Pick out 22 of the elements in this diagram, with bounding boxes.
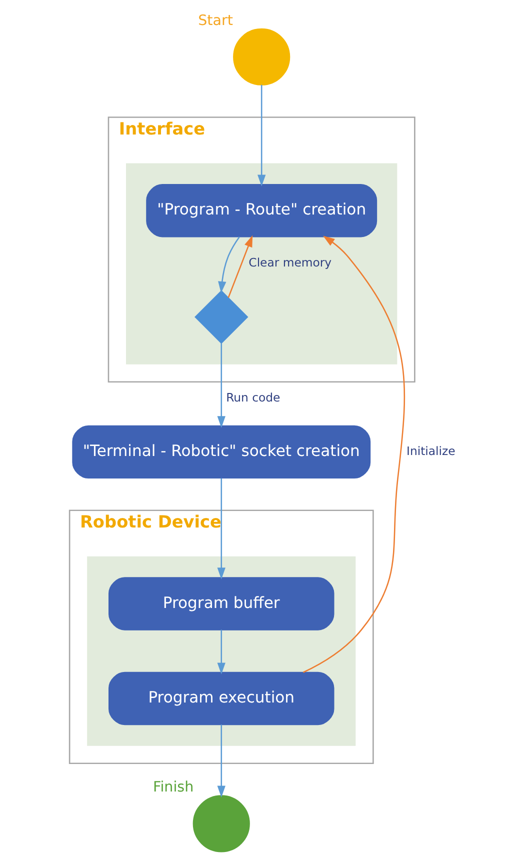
node-box: "Program - Route" creation bbox=[146, 184, 378, 238]
node-label: Finish bbox=[153, 780, 194, 796]
cluster bbox=[126, 163, 398, 364]
arrow bbox=[258, 84, 266, 186]
arrow bbox=[217, 724, 226, 798]
node-box: Program buffer bbox=[108, 577, 334, 630]
node-box: Program execution bbox=[108, 672, 334, 726]
node-circle bbox=[192, 795, 250, 852]
arrow bbox=[218, 236, 240, 294]
node-label: Start bbox=[198, 12, 233, 29]
cluster bbox=[87, 556, 356, 746]
edge-label: Initialize bbox=[406, 444, 456, 458]
arrow bbox=[217, 343, 226, 428]
edge-label: Clear memory bbox=[248, 256, 332, 270]
edge-label: Run code bbox=[226, 390, 280, 405]
arrow bbox=[217, 630, 226, 674]
node-circle bbox=[233, 28, 290, 86]
arrow bbox=[217, 478, 226, 580]
arrow bbox=[302, 236, 406, 673]
node-diamond bbox=[194, 290, 248, 344]
arrow bbox=[228, 235, 253, 298]
node-box: "Terminal - Robotic" socket creation bbox=[72, 425, 371, 479]
